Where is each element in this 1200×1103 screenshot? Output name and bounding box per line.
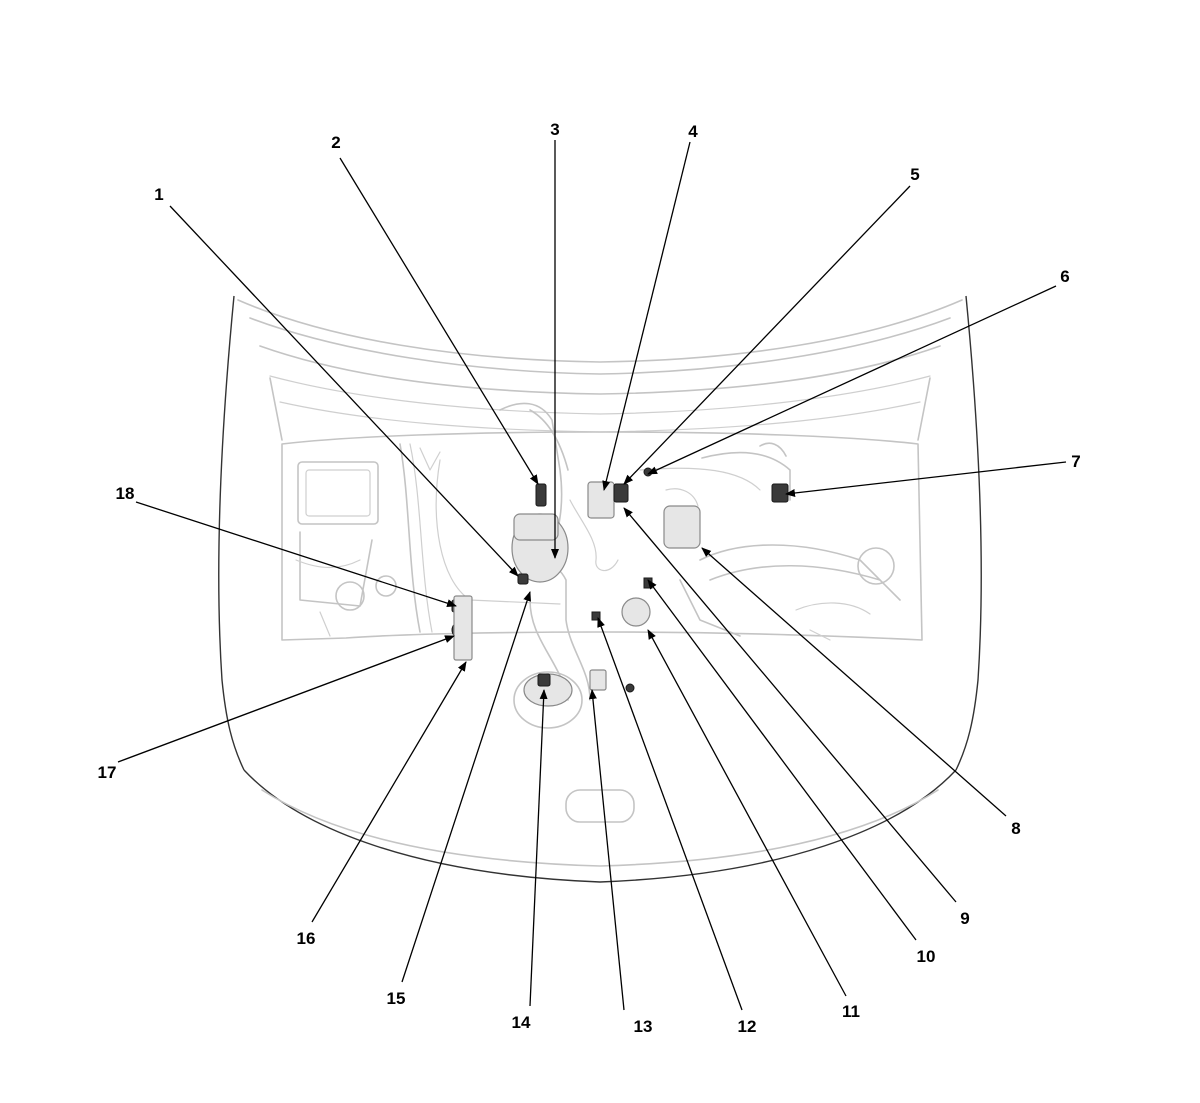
callout-14: 14 [512,1013,531,1032]
leader-line-10 [647,579,917,941]
callout-3: 3 [550,120,559,139]
callout-9: 9 [960,909,969,928]
leader-line-2 [339,157,539,485]
callout-8: 8 [1011,819,1020,838]
callout-15: 15 [387,989,406,1008]
body-front-bumper-contour [261,789,939,867]
leader-line-11 [647,629,847,997]
center-right-components [451,467,701,693]
callout-6: 6 [1060,267,1069,286]
callout-17: 17 [98,763,117,782]
callout-11: 11 [842,1002,860,1021]
leader-line-9 [623,507,957,903]
vehicle-body [218,295,982,883]
callout-10: 10 [917,947,936,966]
windshield-cowl [237,299,963,441]
front-emblem [565,789,635,823]
leader-line-16 [311,661,467,923]
leader-line-18 [135,501,457,608]
leader-line-4 [602,141,691,491]
body-right-edge [955,295,982,771]
callout-12: 12 [738,1017,757,1036]
callout-5: 5 [910,165,919,184]
callout-18: 18 [116,484,135,503]
engine-bay-frame [281,431,923,641]
leader-lines [117,140,1067,1011]
callout-labels: 1 2 3 4 5 6 7 8 9 10 11 12 13 14 15 16 1… [98,120,1081,1036]
leader-line-12 [597,617,743,1011]
leader-line-8 [701,547,1007,817]
center-pipe [499,402,591,729]
callout-16: 16 [297,929,316,948]
leader-line-1 [169,205,519,577]
leader-line-14 [529,689,548,1007]
left-components [295,443,441,637]
callout-7: 7 [1071,452,1080,471]
callout-4: 4 [688,122,698,141]
callout-1: 1 [154,185,163,204]
callout-2: 2 [331,133,340,152]
leader-line-13 [588,689,625,1011]
leader-line-5 [623,185,911,485]
callout-13: 13 [634,1017,653,1036]
right-components [679,442,901,641]
leader-line-6 [647,285,1057,475]
body-left-edge [218,295,245,771]
leader-line-17 [117,635,455,763]
leader-line-7 [785,461,1067,497]
leader-line-15 [401,591,531,983]
body-front-edge [243,769,957,883]
